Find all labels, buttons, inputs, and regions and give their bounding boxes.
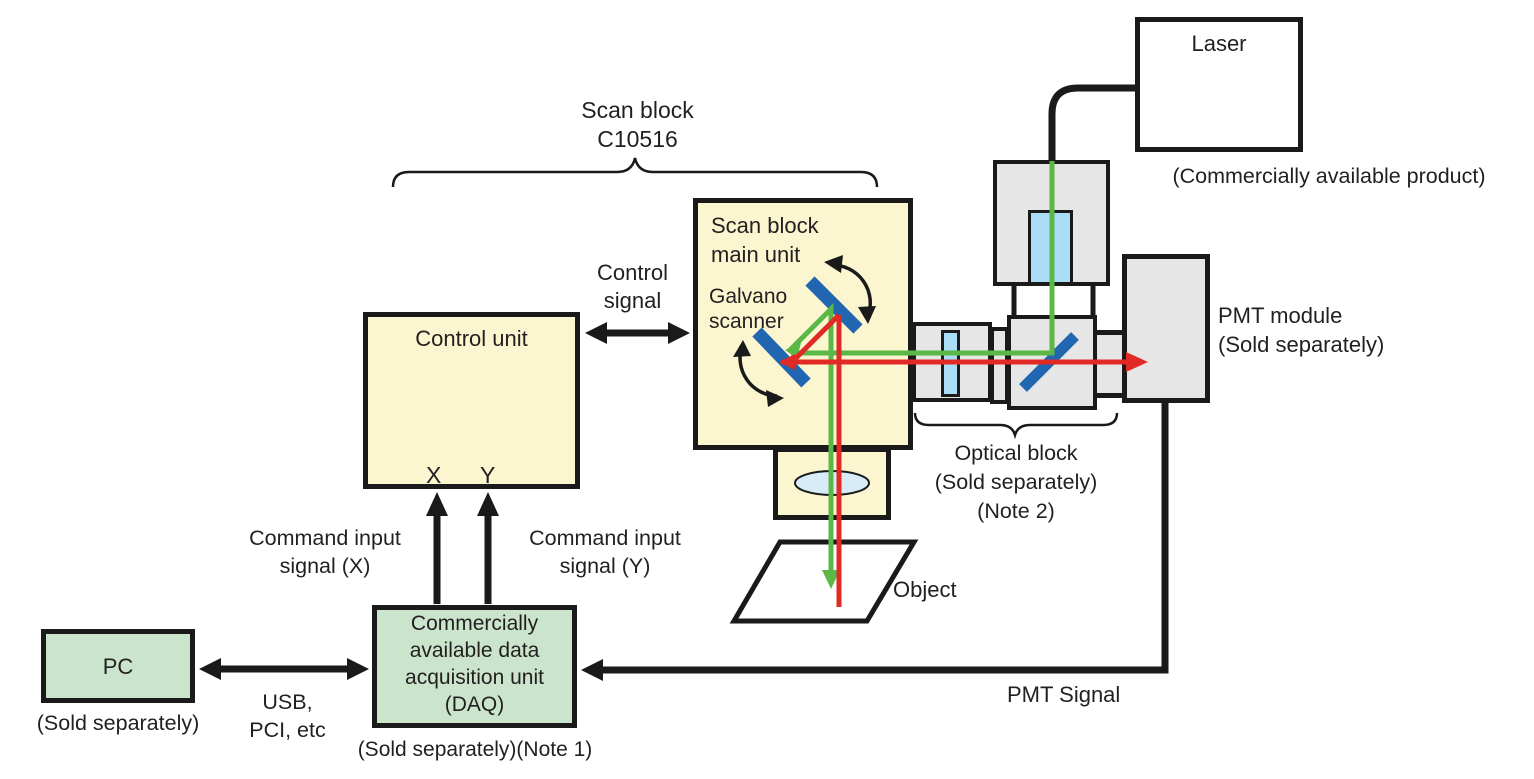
pc-daq-arrowhead-left (199, 658, 221, 680)
scan-block-brace (391, 157, 879, 188)
laser-box (1135, 17, 1303, 152)
command-x-label: Command input signal (X) (249, 526, 401, 578)
command-y-label: Command input signal (Y) (529, 526, 681, 578)
control-unit-box (363, 312, 580, 489)
pmt-signal-label: PMT Signal (1007, 682, 1121, 707)
control-unit-label: Control unit (415, 326, 528, 351)
laser-cable (1048, 84, 1136, 161)
command-x-arrowhead (426, 492, 448, 516)
control-signal-arrowhead-right (668, 322, 690, 344)
control-signal-label: Control signal (597, 260, 668, 313)
excitation-beam-from-laser (791, 161, 1055, 356)
pmt-signal-line (593, 401, 1169, 674)
control-x-output-label: X (426, 462, 442, 488)
pc-box (41, 629, 195, 703)
emission-arrowhead-mirror (779, 354, 795, 370)
neck-walls (1011, 284, 1096, 317)
pmt-box (1122, 254, 1210, 403)
daq-box (372, 605, 577, 728)
optical-block-brace (913, 412, 1119, 440)
usb-label: USB, PCI, etc (249, 690, 326, 742)
command-y-arrowhead (477, 492, 499, 516)
pc-note: (Sold separately) (36, 711, 200, 735)
control-y-output-label: Y (480, 462, 496, 488)
daq-label: Commercially available data acquisition … (405, 612, 544, 716)
lower-galvano-mirror (752, 327, 811, 388)
emission-beam-diagonal (793, 313, 841, 361)
scan-block-title: Scan block C10516 (581, 97, 694, 152)
scan-main-box (693, 198, 913, 450)
pc-daq-arrowhead-right (347, 658, 369, 680)
scan-main-unit-label: Scan block main unit (711, 213, 819, 267)
laser-note: (Commercially available product) (1172, 164, 1486, 188)
object-label: Object (893, 577, 957, 602)
object-shape (729, 539, 919, 624)
lower-arc-arrowhead-right (766, 390, 784, 407)
pmt-module-label: PMT module (Sold separately) (1218, 303, 1385, 357)
excitation-beam-scan-path (787, 302, 834, 576)
control-signal-arrowhead-left (585, 322, 607, 344)
galvano-scanner-label: Galvano scanner (709, 285, 788, 333)
upper-galvano-mirror (805, 276, 863, 334)
optical-block-label: Optical block (Sold separately) (Note 2) (934, 441, 1098, 523)
lower-arc-arrowhead-top (733, 340, 751, 357)
pc-label: PC (102, 654, 134, 679)
daq-note: (Sold separately)(Note 1) (357, 738, 593, 761)
excitation-arrowhead-object (822, 570, 840, 589)
laser-label: Laser (1191, 31, 1247, 56)
upper-arc-arrowhead-left (824, 255, 843, 273)
emission-arrowhead-pmt (1126, 352, 1148, 372)
upper-arc-arrowhead-bottom (858, 306, 876, 324)
pmt-signal-arrowhead (581, 659, 603, 681)
